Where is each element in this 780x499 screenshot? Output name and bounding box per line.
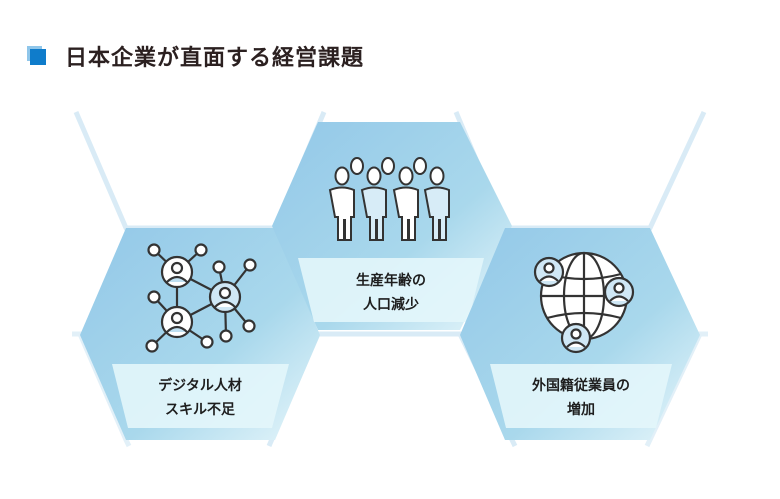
issue-label-line1: 生産年齢の — [356, 272, 426, 289]
label-band — [112, 364, 289, 428]
page-title: 日本企業が直面する経営課題 — [65, 46, 365, 71]
issue-label-line2: スキル不足 — [165, 402, 236, 418]
issue-hexagon-foreign-employees: 外国籍従業員の 増加 — [460, 228, 700, 440]
issue-label-line1: デジタル人材 — [158, 377, 242, 394]
issue-label-line2: 増加 — [567, 401, 595, 418]
issue-label-line2: 人口減少 — [363, 296, 419, 313]
issue-hexagon-digital-talent: デジタル人材 スキル不足 — [80, 228, 320, 440]
issue-label-line1: 外国籍従業員の — [532, 377, 630, 394]
label-band — [490, 364, 672, 428]
issue-hexagon-population-decline: 生産年齢の 人口減少 — [272, 122, 512, 330]
network-people-icon — [145, 243, 257, 353]
square-bullet-icon — [27, 46, 47, 66]
globe-people-icon — [533, 251, 635, 354]
section-header: 日本企業が直面する経営課題 — [27, 40, 364, 72]
people-group-icon — [328, 157, 450, 241]
label-band — [298, 258, 484, 322]
